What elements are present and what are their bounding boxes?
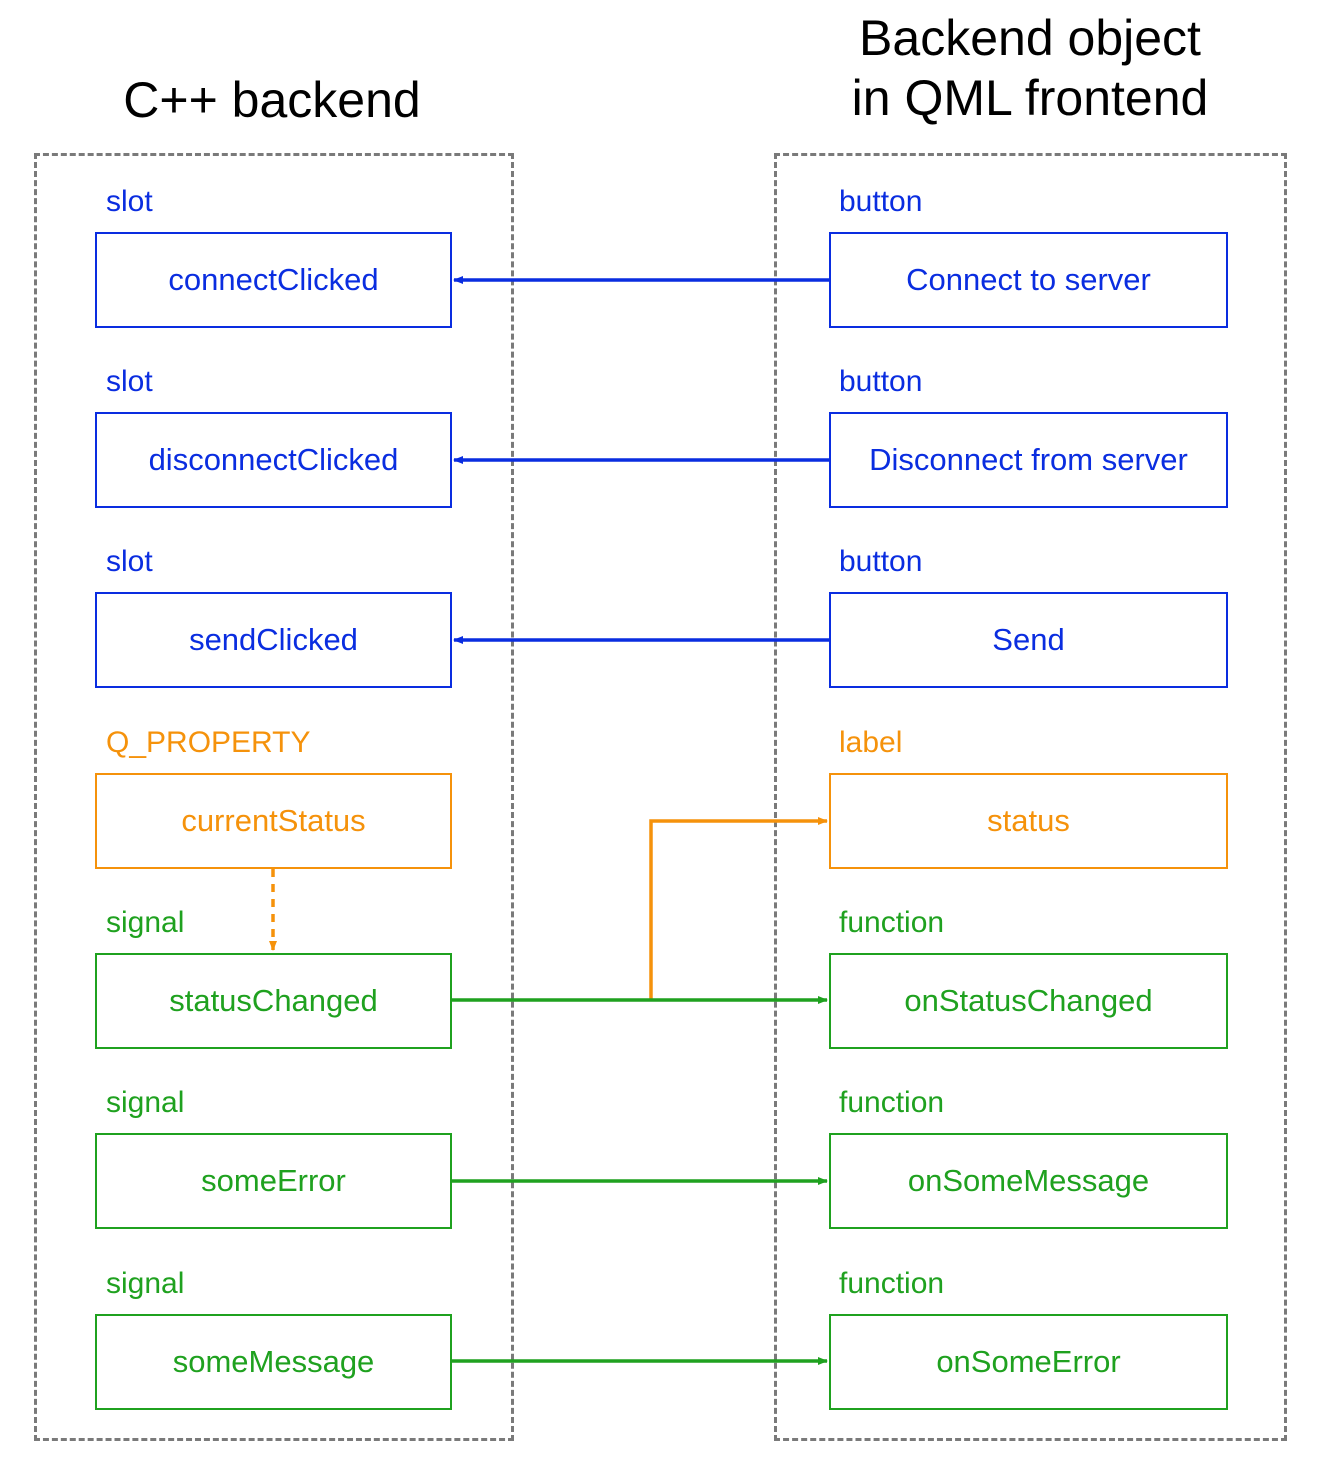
signal-tag: signal bbox=[106, 906, 185, 939]
slot-connect-clicked: connectClicked bbox=[95, 232, 452, 328]
arrow-signal-to-status-label bbox=[649, 817, 828, 1000]
backend-container bbox=[34, 153, 514, 1441]
slot-tag: slot bbox=[106, 545, 153, 578]
slot-send-clicked: sendClicked bbox=[95, 592, 452, 688]
slot-disconnect-clicked: disconnectClicked bbox=[95, 412, 452, 508]
frontend-heading-line1: Backend object bbox=[859, 10, 1201, 66]
label-tag: label bbox=[839, 726, 903, 759]
button-tag: button bbox=[839, 185, 923, 218]
disconnect-from-server-button: Disconnect from server bbox=[829, 412, 1228, 508]
signal-some-error: someError bbox=[95, 1133, 452, 1229]
signal-tag: signal bbox=[106, 1086, 185, 1119]
connect-to-server-button: Connect to server bbox=[829, 232, 1228, 328]
send-button: Send bbox=[829, 592, 1228, 688]
property-current-status: currentStatus bbox=[95, 773, 452, 869]
button-tag: button bbox=[839, 545, 923, 578]
button-tag: button bbox=[839, 365, 923, 398]
backend-heading: C++ backend bbox=[123, 72, 421, 128]
frontend-container bbox=[774, 153, 1287, 1441]
status-label: status bbox=[829, 773, 1228, 869]
function-on-status-changed: onStatusChanged bbox=[829, 953, 1228, 1049]
function-tag: function bbox=[839, 906, 945, 939]
signal-some-message: someMessage bbox=[95, 1314, 452, 1410]
signal-tag: signal bbox=[106, 1267, 185, 1300]
function-on-some-error: onSomeError bbox=[829, 1314, 1228, 1410]
signal-status-changed: statusChanged bbox=[95, 953, 452, 1049]
frontend-heading-line2: in QML frontend bbox=[851, 70, 1209, 126]
slot-tag: slot bbox=[106, 185, 153, 218]
function-tag: function bbox=[839, 1267, 945, 1300]
slot-tag: slot bbox=[106, 365, 153, 398]
function-tag: function bbox=[839, 1086, 945, 1119]
q-property-tag: Q_PROPERTY bbox=[106, 726, 311, 759]
function-on-some-message: onSomeMessage bbox=[829, 1133, 1228, 1229]
